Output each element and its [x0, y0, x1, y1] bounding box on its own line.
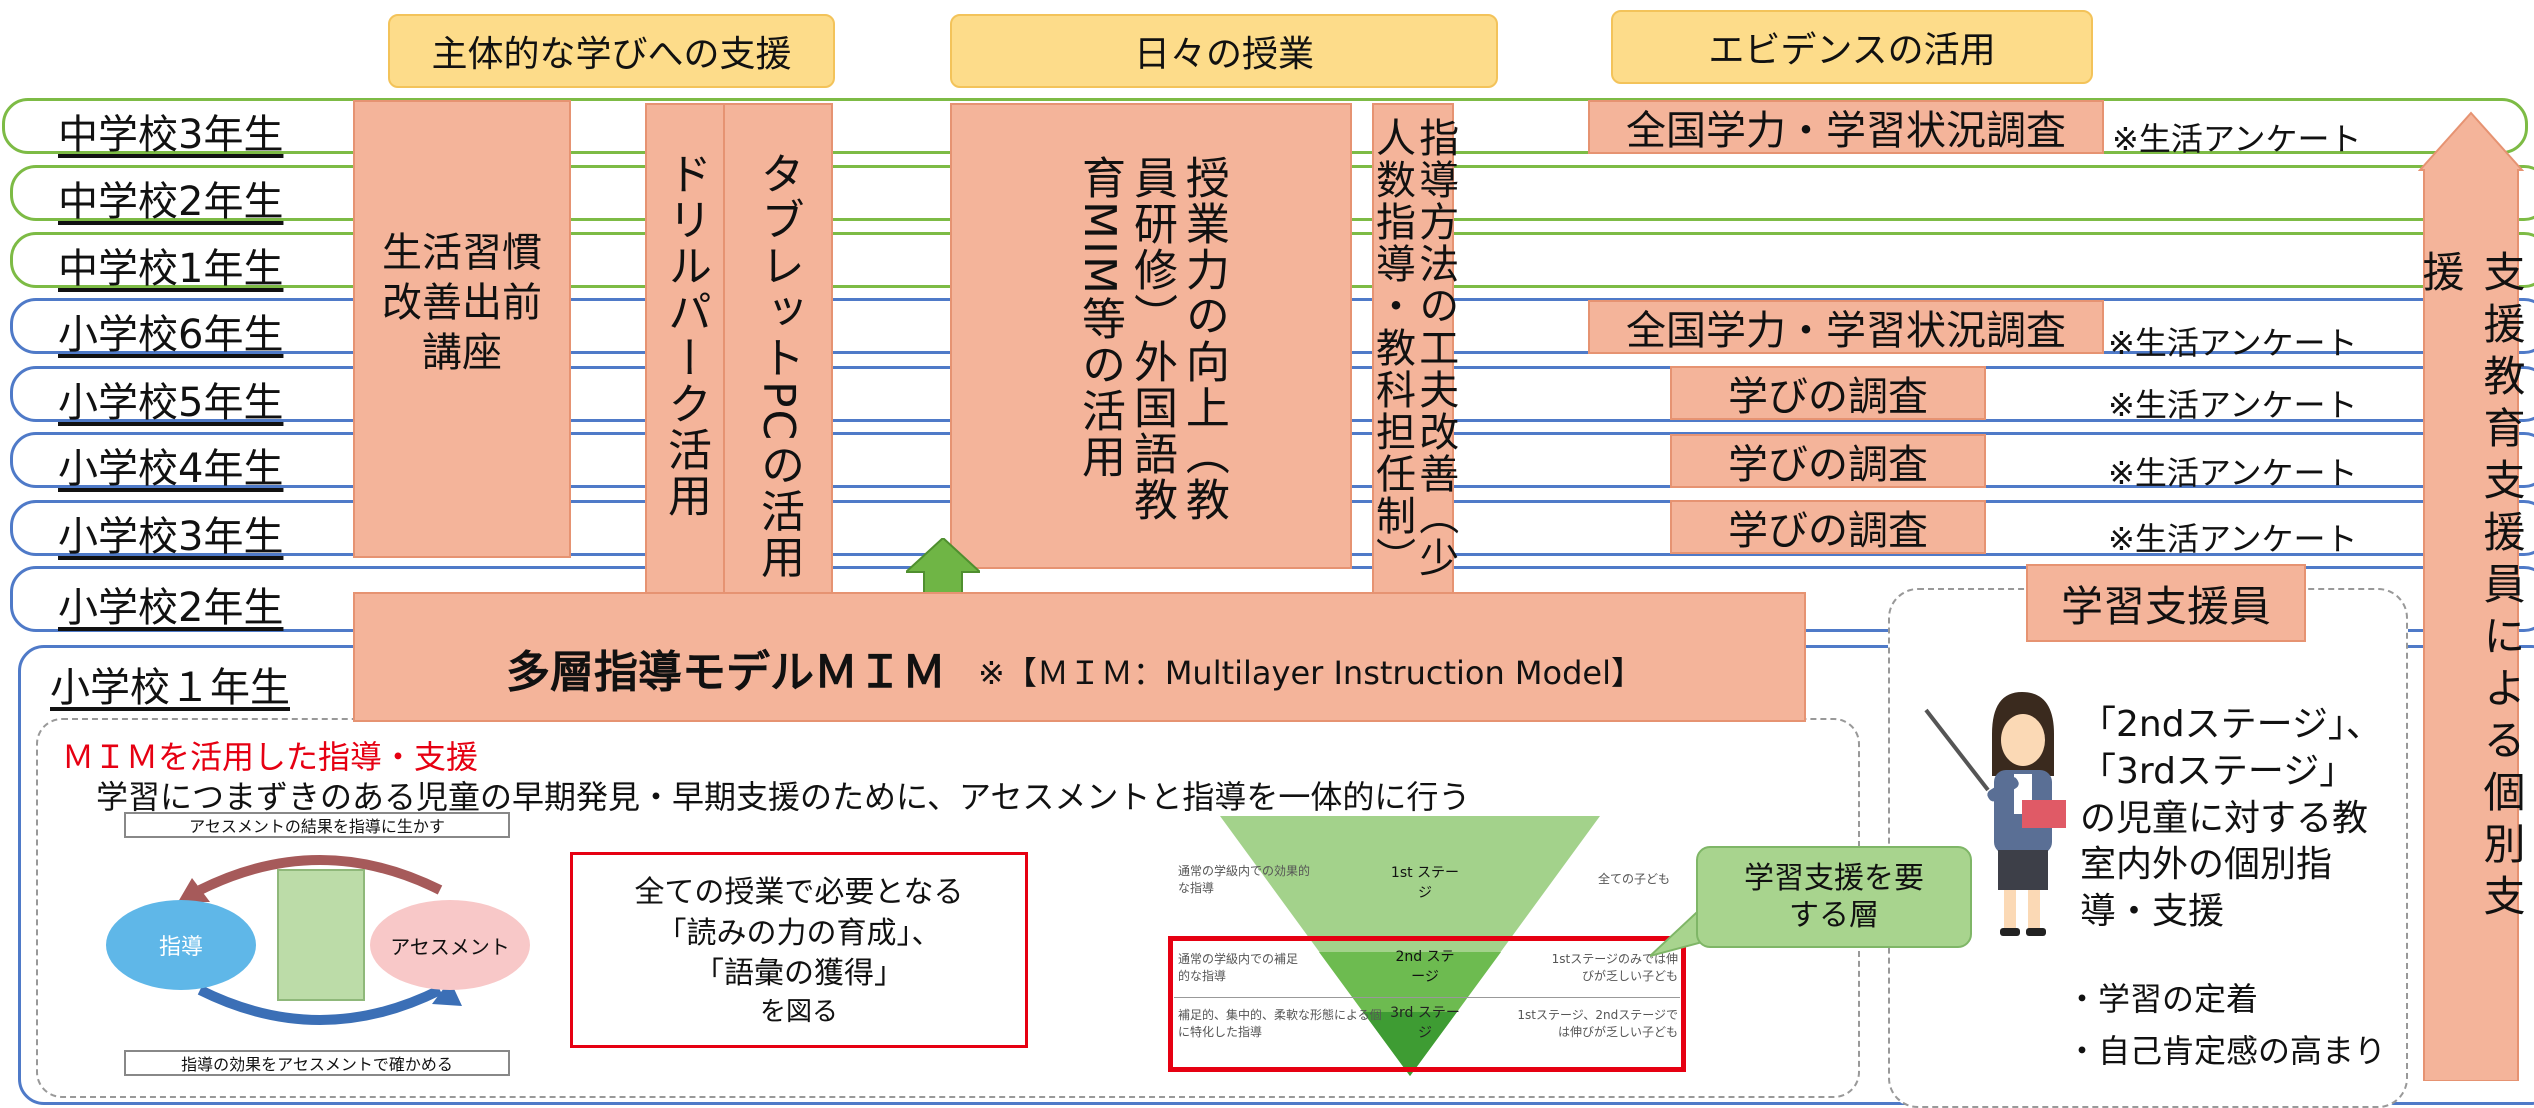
- callout-support-layer: 学習支援を要する層: [1696, 846, 1972, 948]
- header-daily-lessons: 日々の授業: [950, 14, 1498, 88]
- box-drill-park: ドリルパーク活用: [645, 103, 725, 598]
- grade-label-j2: 中学校2年生: [58, 179, 284, 225]
- anketo-j3: ※生活アンケート: [2112, 120, 2362, 158]
- grade-label-e4: 小学校4年生: [58, 446, 284, 492]
- cycle-top-label: アセスメントの結果を指導に生かす: [124, 812, 510, 838]
- support-title: 学習支援員: [2026, 564, 2306, 642]
- survey-manabi-e5: 学びの調査: [1670, 366, 1986, 420]
- survey-national-e6: 全国学力・学習状況調査: [1588, 300, 2104, 354]
- survey-national-j3: 全国学力・学習状況調査: [1588, 100, 2104, 154]
- cycle-left-ellipse: 指導: [106, 900, 256, 990]
- stage3-left-text: 補足的、集中的、柔軟な形態による個に特化した指導: [1178, 1008, 1382, 1039]
- anketo-e6: ※生活アンケート: [2108, 324, 2358, 362]
- support-bullet-2: ・自己肯定感の高まり: [2066, 1032, 2387, 1070]
- header-autonomous-learning: 主体的な学びへの支援: [388, 14, 835, 88]
- support-text: 「2ndステージ」、「3rdステージ」の児童に対する教室内外の個別指導・支援: [2080, 704, 2382, 933]
- stage2-label: 2nd ステージ: [1395, 949, 1455, 985]
- anketo-e3: ※生活アンケート: [2108, 520, 2358, 558]
- stage3-label: 3rd ステージ: [1390, 1005, 1460, 1041]
- mim-subtitle: ＭＩＭを活用した指導・支援: [62, 738, 479, 776]
- anketo-e4: ※生活アンケート: [2108, 454, 2358, 492]
- header-evidence: エビデンスの活用: [1611, 10, 2093, 84]
- callout-pointer: [1650, 900, 1710, 957]
- mim-triangle: [1220, 816, 1600, 1076]
- survey-manabi-e4: 学びの調査: [1670, 434, 1986, 488]
- stage2-left-text: 通常の学級内での補足的な指導: [1178, 952, 1299, 983]
- survey-manabi-e3: 学びの調査: [1670, 500, 1986, 554]
- grade-label-j3: 中学校3年生: [58, 112, 284, 158]
- grade-label-e5: 小学校5年生: [58, 380, 284, 426]
- right-support-text: 支援教育支援員による個別支援: [2416, 250, 2526, 926]
- stage1-right-text: 全ての子ども: [1598, 872, 1671, 886]
- grade-label-j1: 中学校1年生: [58, 246, 284, 292]
- mim-description: 学習につまずきのある児童の早期発見・早期支援のために、アセスメントと指導を一体的…: [96, 778, 1471, 816]
- cycle-right-ellipse: アセスメント: [370, 900, 530, 990]
- mim-title-bar: [353, 592, 1806, 722]
- grade-label-e6: 小学校6年生: [58, 312, 284, 358]
- stage1-label: 1st ステージ: [1390, 865, 1460, 901]
- mim-title: 多層指導モデルＭＩＭ: [506, 647, 946, 698]
- stage3-right-text: 1stステージ、2ndステージでは伸びが乏しい子ども: [1517, 1008, 1678, 1039]
- cycle-bottom-label: 指導の効果をアセスメントで確かめる: [124, 1050, 510, 1076]
- teacher-illustration: [1924, 692, 2066, 936]
- grade-label-e1: 小学校１年生: [50, 665, 290, 711]
- stage1-left-text: 通常の学級内での効果的な指導: [1178, 864, 1311, 895]
- support-layer-box: [1168, 936, 1686, 1072]
- box-lesson-improvement: 授業力の向上（教員研修）外国語教育MIM等の活用: [950, 103, 1352, 569]
- anketo-e5: ※生活アンケート: [2108, 386, 2358, 424]
- cycle-arrows: [178, 855, 462, 1025]
- stage-divider: [1174, 997, 1680, 998]
- grade-label-e3: 小学校3年生: [58, 514, 284, 560]
- support-bullet-1: ・学習の定着: [2066, 980, 2259, 1018]
- mim-note: ※【ＭＩＭ：Multilayer Instruction Model】: [978, 654, 1644, 692]
- stage2-right-text: 1stステージのみでは伸びが乏しい子ども: [1551, 952, 1678, 983]
- grade-label-e2: 小学校2年生: [58, 585, 284, 631]
- right-support-arrow: [2418, 111, 2524, 1081]
- reading-skills-box: 全ての授業で必要となる 「読みの力の育成」、 「語彙の獲得」 を図る: [570, 852, 1028, 1048]
- box-teaching-method: 指導方法の工夫改善（少人数指導・教科担任制）: [1369, 103, 1458, 598]
- box-tablet-pc: タブレットPCの活用: [723, 103, 833, 598]
- box-lifestyle-lecture: 生活習慣改善出前講座: [353, 100, 571, 558]
